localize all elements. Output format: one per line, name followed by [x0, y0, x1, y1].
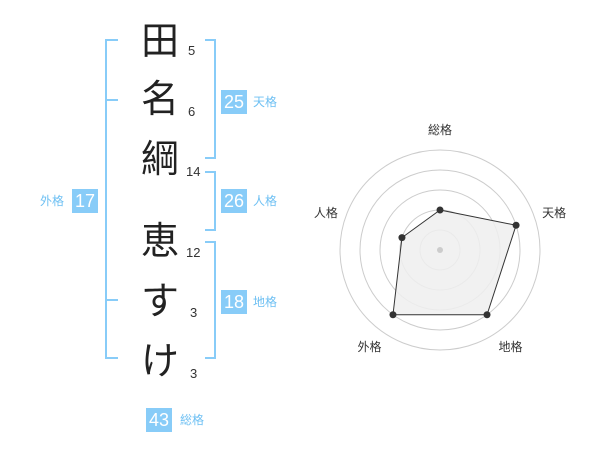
radar-point: [389, 311, 397, 319]
stroke-count-1: 5: [188, 43, 196, 58]
gaikaku-value-badge: 17: [72, 189, 99, 213]
stroke-count-5: 3: [190, 305, 198, 320]
radar-ring: [339, 149, 541, 351]
tenkaku-bracket: [205, 39, 216, 159]
stroke-count-6: 3: [190, 366, 198, 381]
chikaku-value-badge: 18: [221, 290, 248, 314]
radar-axis-label: 天格: [542, 205, 566, 220]
jinkaku-value-badge: 26: [221, 189, 248, 213]
gaikaku-label: 外格: [40, 194, 65, 208]
radar-center-dot: [437, 247, 443, 253]
jinkaku-bracket: [205, 171, 216, 231]
name-char-4: 恵: [140, 219, 179, 263]
radar-point: [436, 206, 444, 214]
name-char-1: 田: [140, 19, 179, 63]
radar-points: [389, 206, 520, 319]
soukaku-label: 総格: [180, 413, 205, 427]
radar-ring: [359, 169, 521, 331]
jinkaku-label: 人格: [253, 194, 278, 208]
name-char-5: す: [140, 279, 179, 323]
name-char-2: 名: [140, 77, 179, 121]
tenkaku-value-badge: 25: [221, 90, 248, 114]
gaikaku-bracket: [105, 39, 118, 359]
stroke-count-4: 12: [186, 245, 201, 260]
radar-axis-label: 外格: [357, 339, 381, 354]
soukaku-value-badge: 43: [146, 408, 173, 432]
radar-point: [483, 311, 491, 319]
radar-area: [392, 209, 517, 316]
name-char-3: 綱: [140, 137, 179, 181]
radar-axis-label: 総格: [428, 122, 452, 137]
radar-axis-label: 人格: [314, 205, 338, 220]
stroke-count-2: 6: [188, 104, 196, 119]
stroke-count-3: 14: [186, 164, 201, 179]
name-char-6: け: [140, 339, 179, 383]
tenkaku-label: 天格: [253, 95, 278, 109]
chikaku-bracket: [205, 241, 216, 359]
radar-axis-label: 地格: [499, 339, 523, 354]
radar-point: [512, 221, 520, 229]
radar-point: [398, 234, 406, 242]
chikaku-label: 地格: [253, 295, 278, 309]
